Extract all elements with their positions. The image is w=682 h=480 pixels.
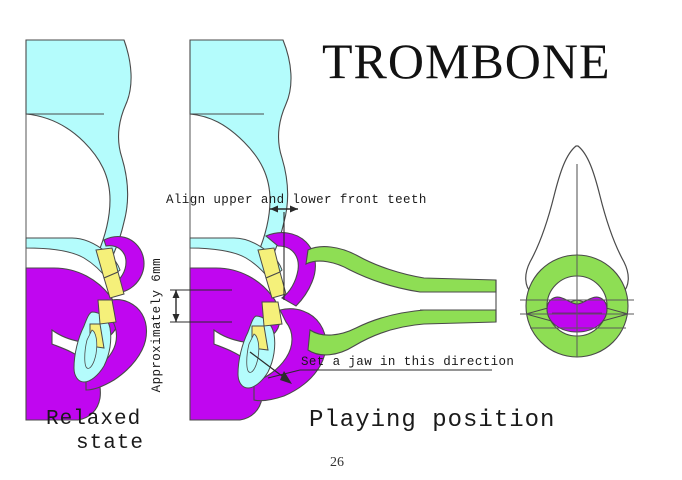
alignment-arrow-head-left [270,205,278,213]
left-lower-incisor [97,299,117,325]
left-upper-molar [103,271,125,299]
page-number: 26 [330,455,344,470]
page-title: TROMBONE [322,33,611,89]
annotation-jaw-direction: Set a jaw in this direction [301,355,515,369]
mouthpiece-lower-section [307,309,497,356]
right-nasal-cavity [189,39,292,267]
frontal-view [520,145,634,358]
alignment-arrow-head-right [290,205,298,213]
left-upper-lip-mass [103,235,145,293]
jaw-direction-arrow-head [280,371,292,384]
right-lower-lip-mass [253,308,327,402]
caption-playing-position: Playing position [309,407,556,434]
annotation-align-teeth: Align upper and lower front teeth [166,193,427,207]
left-nasal-cavity [25,39,132,267]
gap-dimension-6mm [170,289,232,323]
mouthpiece-upper-section [305,246,497,293]
right-tongue-sliver [246,333,260,373]
left-tongue-sliver [84,329,98,369]
figure-relaxed-state [25,39,148,421]
caption-relaxed-line-2: state [76,432,145,455]
teeth-alignment-dimension [270,205,298,300]
right-upper-lip-mass [264,232,316,307]
right-upper-molar [265,271,287,299]
caption-relaxed-line-1: Relaxed [46,408,142,431]
jaw-direction-callout [249,351,492,384]
gap-arrow-head-bottom [172,314,180,322]
figure-playing-position [189,39,497,421]
right-lower-incisor [261,301,283,327]
annotation-gap-measure: Approximately 6mm [150,258,164,393]
gap-arrow-head-top [172,290,180,298]
